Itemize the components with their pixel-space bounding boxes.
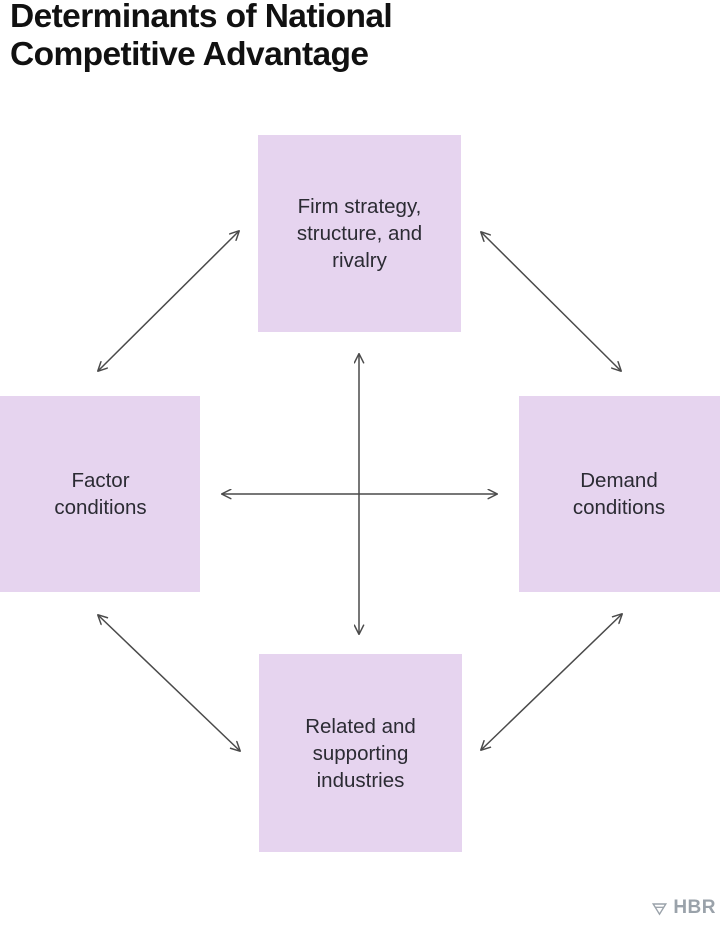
connector-bottom-left-diagonal — [98, 615, 240, 751]
hbr-logo: HBR — [651, 897, 716, 919]
node-demand-conditions: Demand conditions — [519, 396, 720, 592]
hbr-triangle-icon — [651, 900, 668, 917]
hbr-wordmark: HBR — [673, 897, 716, 918]
node-factor-conditions: Factor conditions — [0, 396, 200, 592]
connector-bottom-right-diagonal — [481, 614, 622, 750]
connector-top-left-diagonal — [98, 231, 239, 371]
page-title: Determinants of National Competitive Adv… — [10, 0, 393, 73]
node-related-industries: Related and supporting industries — [259, 654, 462, 852]
connector-top-right-diagonal — [481, 232, 621, 371]
node-demand-conditions-label: Demand conditions — [572, 469, 666, 519]
node-factor-conditions-label: Factor conditions — [54, 469, 147, 519]
node-firm-strategy-label: Firm strategy, structure, and rivalry — [296, 195, 423, 272]
node-related-industries-label: Related and supporting industries — [305, 714, 416, 792]
node-firm-strategy: Firm strategy, structure, and rivalry — [258, 135, 461, 332]
